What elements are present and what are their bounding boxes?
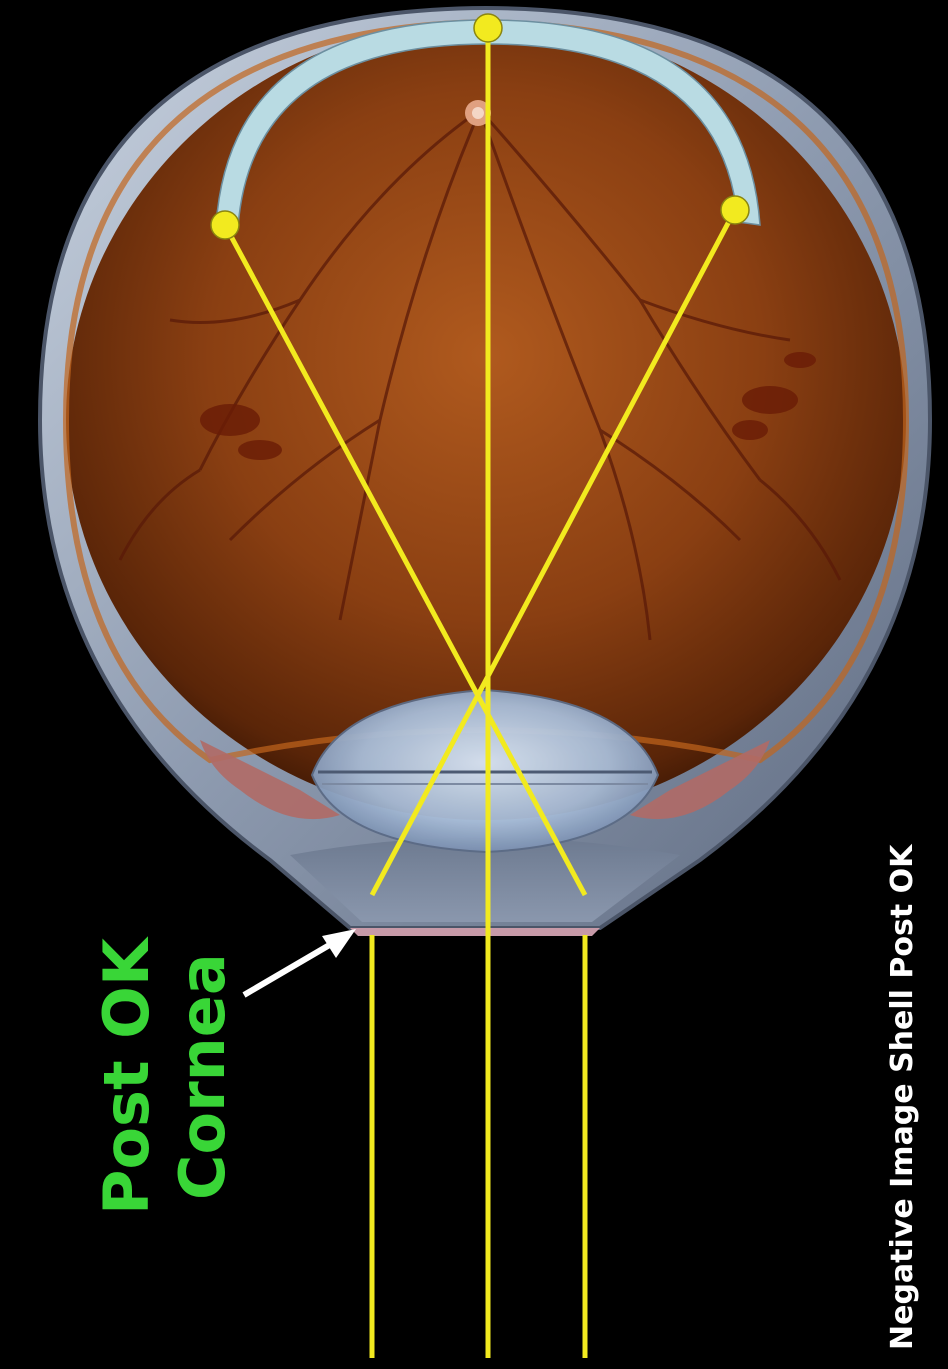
caption: Negative Image Shell Post OK xyxy=(885,843,920,1350)
focal-point-right xyxy=(721,196,749,224)
focal-point-center xyxy=(474,14,502,42)
label-cornea: Cornea xyxy=(166,953,239,1200)
label-post-ok: Post OK xyxy=(90,936,163,1215)
cornea-arrow xyxy=(244,929,356,995)
focal-point-left xyxy=(211,211,239,239)
cornea xyxy=(350,928,600,936)
